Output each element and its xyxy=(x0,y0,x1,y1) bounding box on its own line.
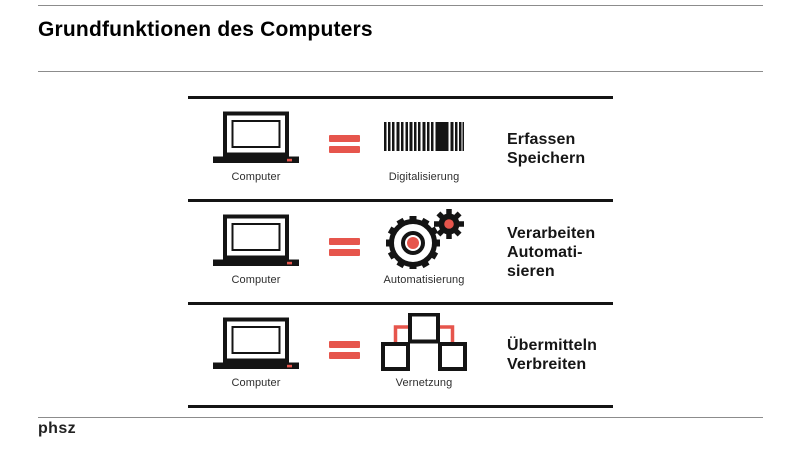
laptop-icon xyxy=(211,110,301,164)
title-rule xyxy=(38,71,763,72)
diagram-row-vernetzung: Computer Vernetzung xyxy=(188,302,613,405)
top-rule xyxy=(38,5,763,6)
computer-label: Computer xyxy=(231,377,281,389)
computer-figure: Computer xyxy=(200,213,312,286)
digitalisierung-figure: Digitalisierung xyxy=(364,107,484,183)
computer-figure: Computer xyxy=(200,316,312,389)
automatisierung-label: Automatisierung xyxy=(383,274,465,286)
equals-icon xyxy=(329,238,360,256)
laptop-icon xyxy=(211,316,301,370)
laptop-icon xyxy=(211,213,301,267)
vernetzung-figure: Vernetzung xyxy=(364,313,484,389)
equals-icon xyxy=(329,135,360,153)
equals-icon xyxy=(329,341,360,359)
functions-text: Erfassen Speichern xyxy=(507,131,586,167)
functions-text: Verarbeiten Automati- sieren xyxy=(507,224,596,280)
network-icon xyxy=(379,313,469,371)
diagram-row-digitalisierung: Computer xyxy=(188,96,613,199)
computer-label: Computer xyxy=(231,171,281,183)
digitalisierung-label: Digitalisierung xyxy=(388,171,460,183)
computer-label: Computer xyxy=(231,274,281,286)
computer-figure: Computer xyxy=(200,110,312,183)
diagram-row-automatisierung: Computer xyxy=(188,199,613,302)
functions-text: Übermitteln Verbreiten xyxy=(507,337,597,373)
automatisierung-figure: Automatisierung xyxy=(364,209,484,286)
vernetzung-label: Vernetzung xyxy=(395,377,453,389)
diagram: Computer xyxy=(188,96,613,408)
gears-icon xyxy=(380,209,468,269)
footer-rule xyxy=(38,417,763,418)
page-title: Grundfunktionen des Computers xyxy=(38,18,373,41)
phsz-logo: phsz xyxy=(38,420,77,437)
barcode-icon xyxy=(384,107,464,165)
